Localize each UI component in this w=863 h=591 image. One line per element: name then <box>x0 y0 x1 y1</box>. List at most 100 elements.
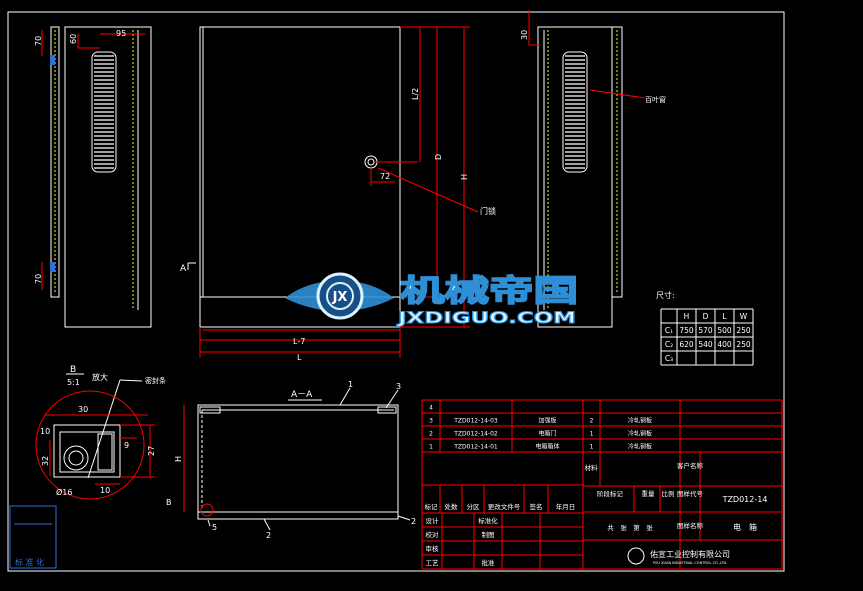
dims-cell: 500 <box>717 326 732 335</box>
detail-dim-10: 10 <box>40 427 50 436</box>
detail-dim-30: 30 <box>78 405 88 414</box>
role-label: 制图 <box>482 530 495 539</box>
weight-label: 重量 <box>642 490 656 498</box>
dim-inner-width: L-7 <box>293 337 305 346</box>
parts-cell: 1 <box>429 444 433 451</box>
dim-left-95: 95 <box>116 29 126 38</box>
dim-left-bottom: 70 <box>34 274 43 284</box>
dims-cell: 250 <box>736 340 751 349</box>
dim-right-top: 30 <box>520 30 529 40</box>
dims-header: D <box>703 312 709 321</box>
dims-cell: 570 <box>698 326 713 335</box>
parts-cell: TZD012-14-01 <box>453 444 498 451</box>
parts-cell: 1 <box>590 444 594 451</box>
dims-cell: C₂ <box>665 340 673 349</box>
role-label: 标准化 <box>478 516 498 525</box>
stamp-label: 标 准 化 <box>15 557 44 567</box>
section-aa: A－A 1 3 B 5 2 2 H <box>166 380 416 540</box>
section-height-label: H <box>174 456 183 462</box>
parts-cell: 1 <box>590 431 594 438</box>
sheet-count: 共 张 第 张 <box>607 523 653 532</box>
revision-header: 处数 <box>445 502 459 511</box>
parts-cell: 加强板 <box>538 417 556 425</box>
detail-b-enlarge: 放大 <box>92 372 108 382</box>
parts-cell: 冷轧钢板 <box>628 443 652 451</box>
revision-header: 分区 <box>467 502 481 511</box>
gear-icon <box>316 272 364 320</box>
dim-left-top: 70 <box>34 36 43 46</box>
louver-left <box>91 51 117 173</box>
parts-cell: TZD012-14-02 <box>453 431 498 438</box>
parts-cell: 冷轧钢板 <box>628 430 652 438</box>
balloon-3: 3 <box>396 382 401 391</box>
dim-depth: D <box>434 154 443 160</box>
right-side-view: 30 百叶窗 <box>520 10 666 328</box>
client-label: 客户名称 <box>677 461 704 470</box>
role-label: 批准 <box>482 558 496 567</box>
front-view: L/2 D H 72 L-7 L A 门锁 <box>180 26 496 362</box>
parts-cell: 电箱门 <box>538 430 556 438</box>
drawing-name: 电 箱 <box>733 522 757 532</box>
revision-header: 更改文件号 <box>488 502 521 511</box>
revision-header: 年月日 <box>556 502 576 511</box>
left-side-view: 70 60 95 70 <box>34 26 152 328</box>
balloon-2b: 2 <box>411 517 416 526</box>
company-name-en: YOU XUAN INDUSTRIAL CONTROL CO.,LTD. <box>653 561 728 565</box>
company-logo-icon <box>627 547 645 565</box>
material-label: 材料 <box>585 463 599 472</box>
detail-b-title: B <box>70 365 76 375</box>
dims-cell: C₃ <box>665 354 673 363</box>
detail-b: B 5:1 放大 密封条 30 10 9 32 27 Ø16 10 <box>35 365 166 500</box>
parts-cell: TZD012-14-03 <box>453 418 498 425</box>
dims-header: W <box>740 312 748 321</box>
drawing-name-label: 图样名称 <box>677 521 704 530</box>
scale-label: 比例 <box>662 489 675 498</box>
parts-cell: 2 <box>590 418 594 425</box>
revision-header: 标记 <box>425 502 439 511</box>
drawing-no-label: 图样代号 <box>677 489 704 498</box>
role-label: 设计 <box>426 516 440 525</box>
section-mark-a: A <box>180 264 187 274</box>
detail-dim-dia16: Ø16 <box>56 487 72 497</box>
detail-dim-9: 9 <box>124 441 129 450</box>
watermark-url: JXDIGUO.COM <box>397 308 576 327</box>
dim-width: L <box>297 353 302 362</box>
parts-cell: 冷轧钢板 <box>628 417 652 425</box>
dims-header: H <box>684 312 690 321</box>
dim-half-length: L/2 <box>411 88 420 100</box>
stage-label: 阶段标记 <box>597 489 624 498</box>
watermark-badge: JX <box>332 290 348 305</box>
dims-header: L <box>722 312 727 321</box>
parts-cell: 2 <box>429 431 433 438</box>
role-label: 工艺 <box>426 559 440 567</box>
dims-cell: 620 <box>679 340 694 349</box>
parts-cell: 电箱箱体 <box>535 443 559 451</box>
parts-cell: 3 <box>429 418 433 425</box>
detail-dim-10b: 10 <box>100 486 110 495</box>
dim-knob-offset: 72 <box>380 172 390 181</box>
dims-cell: 400 <box>717 340 732 349</box>
dim-left-60: 60 <box>69 34 78 44</box>
balloon-1: 1 <box>348 380 353 389</box>
detail-b-callout: 密封条 <box>145 376 166 385</box>
watermark-logo: JX 机械帝国 JXDIGUO.COM <box>285 272 579 328</box>
role-label: 审核 <box>426 544 440 553</box>
company-name: 佑宣工业控制有限公司 <box>650 549 730 559</box>
balloon-b: B <box>166 498 172 507</box>
sheet-border <box>7 11 785 572</box>
detail-dim-32: 32 <box>41 456 50 466</box>
section-aa-title: A－A <box>291 390 313 400</box>
watermark-title: 机械帝国 <box>400 274 578 309</box>
dims-cell: 750 <box>679 326 694 335</box>
parts-cell: 4 <box>429 405 433 412</box>
revision-header: 签名 <box>530 502 543 511</box>
balloon-2: 2 <box>266 531 271 540</box>
door-lock-label: 门锁 <box>480 206 496 216</box>
role-label: 校对 <box>426 530 440 539</box>
dim-height: H <box>460 174 469 180</box>
standardization-stamp: 标 准 化 <box>9 505 57 569</box>
dims-table-title: 尺寸: <box>656 290 675 300</box>
drawing-no: TZD012-14 <box>722 495 768 504</box>
